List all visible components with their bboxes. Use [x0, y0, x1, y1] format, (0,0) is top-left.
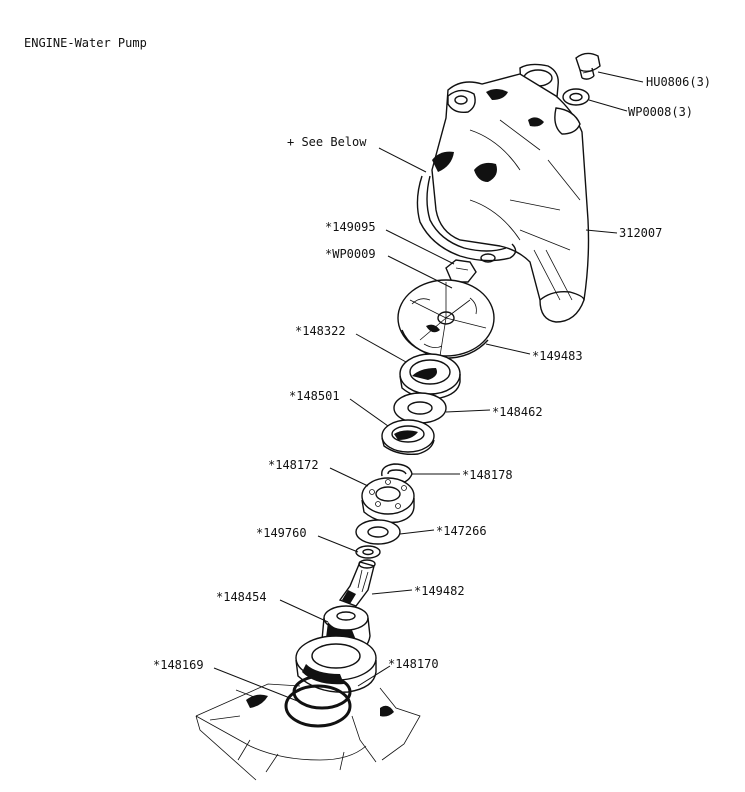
label-148322: *148322	[295, 324, 346, 338]
label-hu0806: HU0806(3)	[646, 75, 711, 89]
part-148178-snap-ring	[381, 463, 413, 485]
leader-see-below	[378, 147, 427, 173]
label-149483: *149483	[532, 349, 583, 363]
label-148178: *148178	[462, 468, 513, 482]
label-147266: *147266	[436, 524, 487, 538]
label-148169: *148169	[153, 658, 204, 672]
label-149760: *149760	[256, 526, 307, 540]
part-312007-pump-housing	[431, 63, 590, 323]
label-148501: *148501	[289, 389, 340, 403]
leader-312007	[585, 229, 618, 234]
part-149482-shaft	[338, 559, 376, 607]
leader-149760	[317, 535, 359, 553]
part-149483-impeller	[397, 279, 495, 359]
part-147266-washer	[355, 519, 401, 545]
part-149095-nut	[445, 259, 477, 283]
part-hu0806-bolt	[575, 52, 601, 80]
leader-wp0008	[588, 99, 628, 112]
leader-147266	[399, 529, 435, 535]
leader-148170	[357, 665, 391, 687]
leader-149482	[371, 589, 413, 595]
part-148501-seal	[381, 419, 435, 456]
label-wp0009: *WP0009	[325, 247, 376, 261]
part-148462-washer	[393, 392, 447, 424]
part-gasket	[416, 175, 517, 263]
leader-hu0806	[597, 71, 644, 83]
part-148322-seal	[399, 353, 461, 399]
engine-block-base	[195, 683, 421, 781]
part-148172-bearing	[361, 477, 415, 523]
leader-149483	[485, 343, 531, 355]
label-148454: *148454	[216, 590, 267, 604]
part-149760-spacer	[355, 545, 381, 559]
diagram-title: ENGINE-Water Pump	[24, 36, 147, 50]
label-312007: 312007	[619, 226, 662, 240]
leader-148322	[355, 333, 407, 363]
leader-148454	[279, 599, 329, 623]
leader-wp0009	[387, 255, 453, 289]
leader-149095	[385, 229, 455, 265]
label-149095: *149095	[325, 220, 376, 234]
part-labels: HU0806(3) WP0008(3) + See Below 312007 *…	[153, 75, 711, 672]
leader-148501	[349, 398, 389, 427]
leader-lines	[213, 71, 644, 703]
label-148462: *148462	[492, 405, 543, 419]
label-see-below: + See Below	[287, 135, 367, 149]
leader-148462	[445, 409, 491, 413]
label-148170: *148170	[388, 657, 439, 671]
label-wp0008: WP0008(3)	[628, 105, 693, 119]
label-149482: *149482	[414, 584, 465, 598]
label-148172: *148172	[268, 458, 319, 472]
part-wp0008-washer	[562, 88, 590, 106]
leader-148169	[213, 667, 301, 703]
part-148169-o-ring	[284, 674, 352, 728]
part-148170-seal	[295, 635, 377, 693]
leader-148172	[329, 467, 369, 487]
